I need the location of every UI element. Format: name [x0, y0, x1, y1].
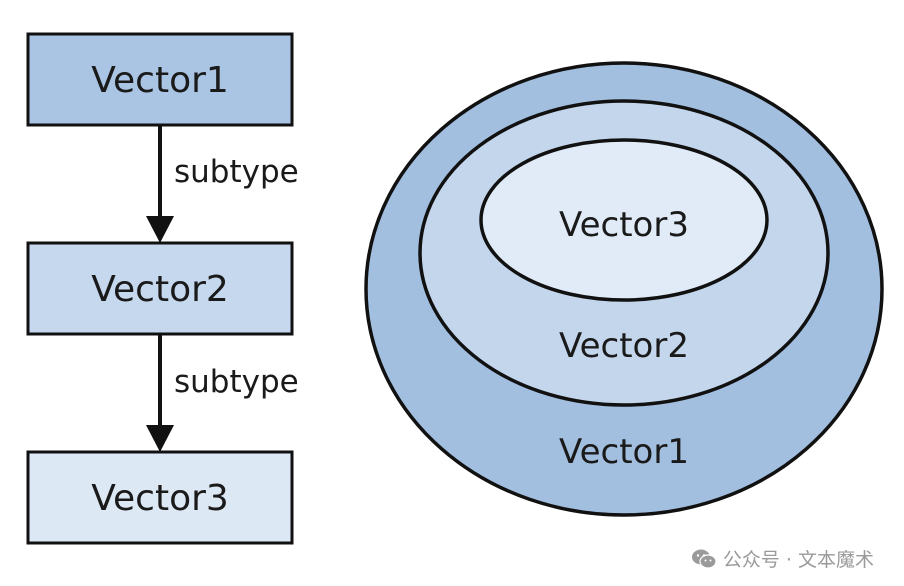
watermark: 公众号 · 文本魔术	[691, 545, 874, 572]
box-vector2-label: Vector2	[91, 269, 229, 310]
box-vector1-label: Vector1	[91, 60, 229, 101]
watermark-text: 公众号 · 文本魔术	[722, 549, 874, 571]
box-vector3-label: Vector3	[91, 478, 229, 519]
arrow-1-head	[146, 216, 174, 243]
wechat-icon	[691, 549, 717, 569]
ellipse-vector2-label: Vector2	[559, 326, 689, 366]
arrow-2-head	[146, 425, 174, 452]
box-vector3-rect	[26, 450, 294, 545]
box-vector2-rect	[26, 241, 294, 336]
edge-vector1-vector2: subtype	[146, 125, 299, 243]
nested-sets: Vector3 Vector2 Vector1	[364, 61, 884, 517]
edge-2-label: subtype	[174, 364, 299, 400]
ellipse-vector3-label: Vector3	[559, 205, 689, 245]
box-vector1-rect	[26, 32, 294, 127]
edge-vector2-vector3: subtype	[146, 334, 299, 452]
hierarchy-chain: Vector1 subtype Vector2 subtype Vector3	[26, 32, 299, 545]
box-vector2: Vector2	[26, 241, 294, 336]
box-vector1: Vector1	[26, 32, 294, 127]
ellipse-vector3	[479, 138, 769, 302]
edge-1-label: subtype	[174, 154, 299, 190]
box-vector3: Vector3	[26, 450, 294, 545]
ellipse-vector1-label: Vector1	[559, 432, 689, 472]
